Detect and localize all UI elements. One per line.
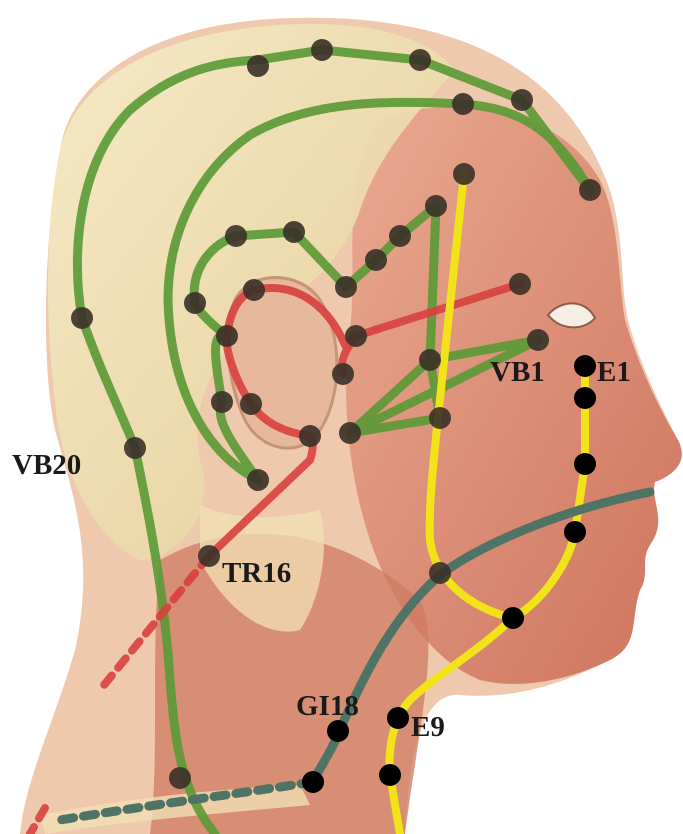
acupoint bbox=[339, 422, 361, 444]
acupoint bbox=[365, 249, 387, 271]
acupoint bbox=[299, 425, 321, 447]
acupoint bbox=[527, 329, 549, 351]
acupoint-vb20 bbox=[124, 437, 146, 459]
label-gi18: GI18 bbox=[296, 690, 359, 722]
label-vb1: VB1 bbox=[490, 356, 545, 388]
acupoint-gi18 bbox=[327, 720, 349, 742]
acupoint bbox=[452, 93, 474, 115]
acupoint-tr16 bbox=[198, 545, 220, 567]
acupoint bbox=[302, 771, 324, 793]
acupoint bbox=[579, 179, 601, 201]
acupoint bbox=[283, 221, 305, 243]
acupoint bbox=[429, 562, 451, 584]
acupoint bbox=[564, 521, 586, 543]
acupoint bbox=[247, 469, 269, 491]
acupoint bbox=[332, 363, 354, 385]
acupoint bbox=[169, 767, 191, 789]
acupoint bbox=[335, 276, 357, 298]
acupoint bbox=[345, 325, 367, 347]
acupoint bbox=[429, 407, 451, 429]
label-e9: E9 bbox=[411, 711, 445, 743]
acupoint bbox=[509, 273, 531, 295]
acupoint bbox=[225, 225, 247, 247]
acupoint bbox=[211, 391, 233, 413]
acupoint bbox=[574, 387, 596, 409]
acupoint-e9 bbox=[387, 707, 409, 729]
label-vb20: VB20 bbox=[12, 449, 81, 481]
acupoint bbox=[502, 607, 524, 629]
acupoint bbox=[184, 292, 206, 314]
acupoint bbox=[216, 325, 238, 347]
acupoint bbox=[574, 453, 596, 475]
acupoint-e1 bbox=[574, 355, 596, 377]
acupoint bbox=[453, 163, 475, 185]
acupoint bbox=[409, 49, 431, 71]
label-tr16: TR16 bbox=[222, 557, 291, 589]
acupoint bbox=[247, 55, 269, 77]
acupoint bbox=[511, 89, 533, 111]
acupoint bbox=[425, 195, 447, 217]
acupoint bbox=[243, 279, 265, 301]
acupoint bbox=[71, 307, 93, 329]
acupoint bbox=[419, 349, 441, 371]
label-e1: E1 bbox=[597, 356, 631, 388]
acupoint bbox=[311, 39, 333, 61]
acupoint bbox=[379, 764, 401, 786]
acupoint bbox=[389, 225, 411, 247]
acupoint bbox=[240, 393, 262, 415]
